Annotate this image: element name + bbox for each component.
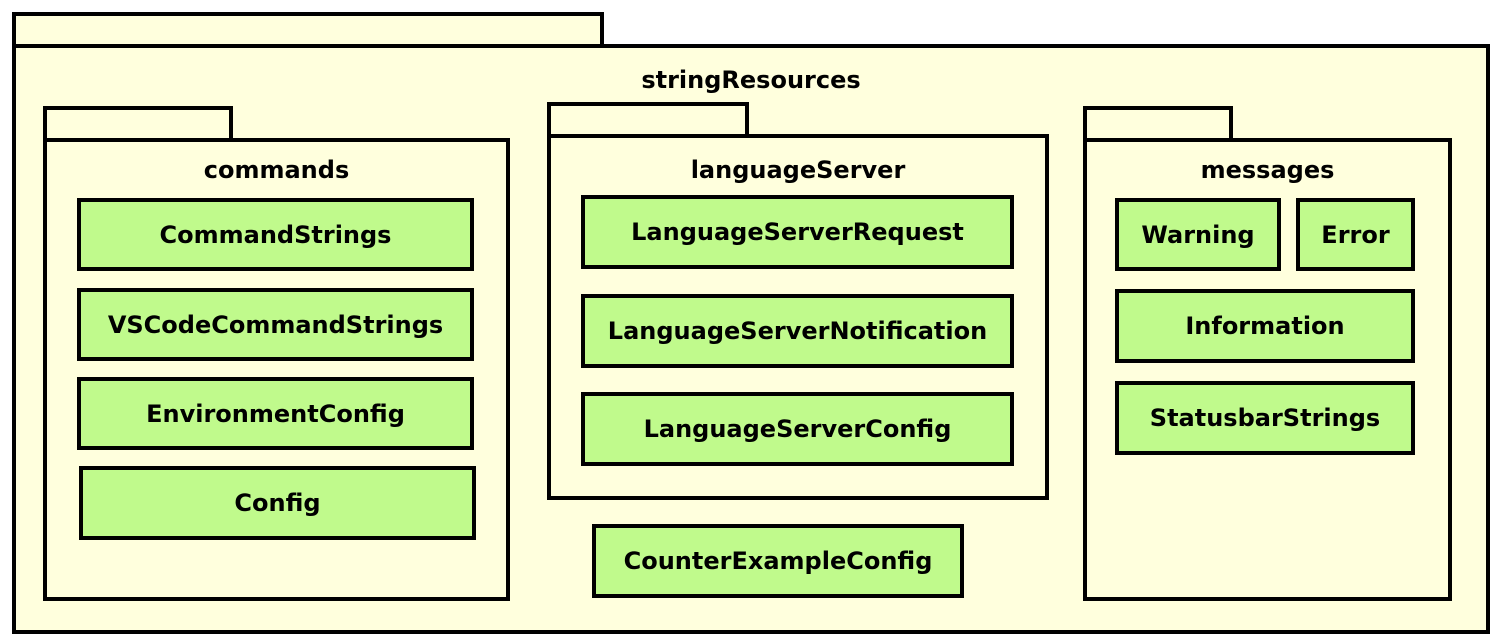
class-statusbarstrings: StatusbarStrings — [1115, 381, 1415, 455]
class-error: Error — [1296, 198, 1415, 271]
package-title-stringresources: stringResources — [641, 66, 861, 94]
class-languageserverconfig: LanguageServerConfig — [581, 392, 1014, 466]
class-warning: Warning — [1115, 198, 1281, 271]
class-languageserverrequest: LanguageServerRequest — [581, 195, 1014, 269]
class-languageservernotification: LanguageServerNotification — [581, 294, 1014, 368]
class-vscodecommandstrings: VSCodeCommandStrings — [77, 288, 474, 361]
package-title-commands: commands — [203, 156, 350, 184]
class-counterexampleconfig: CounterExampleConfig — [592, 524, 964, 598]
class-environmentconfig: EnvironmentConfig — [77, 377, 474, 450]
class-information: Information — [1115, 289, 1415, 363]
class-config: Config — [79, 466, 476, 540]
class-commandstrings: CommandStrings — [77, 198, 474, 271]
package-title-languageserver: languageServer — [690, 156, 906, 184]
package-title-messages: messages — [1200, 156, 1335, 184]
